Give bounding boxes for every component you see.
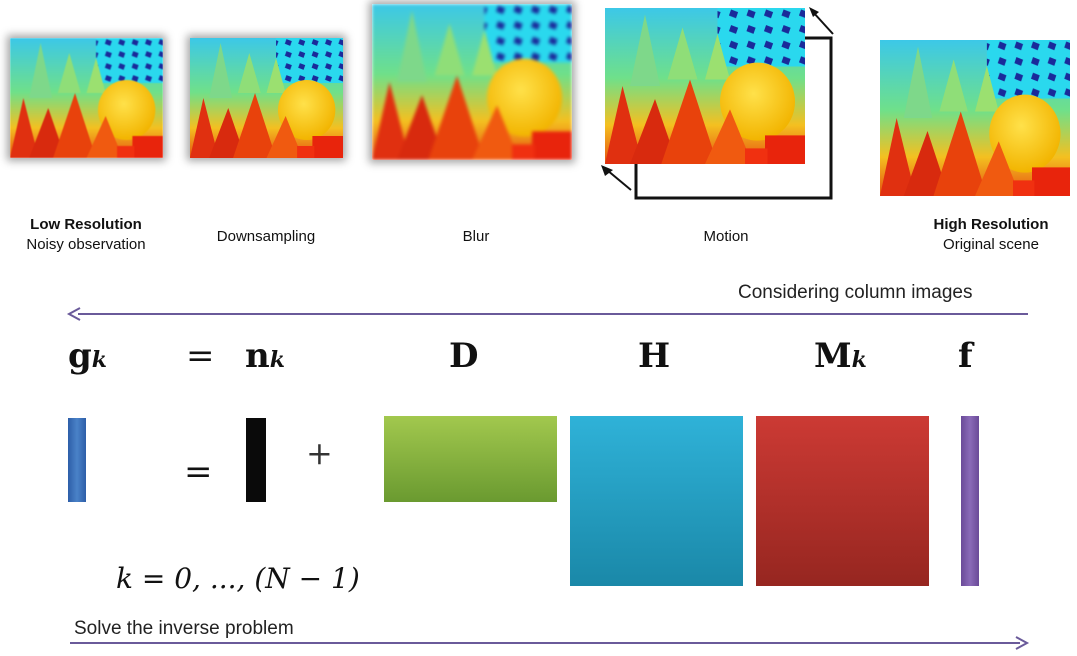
- g-vector-block: [68, 418, 86, 502]
- blur-image: [372, 4, 572, 160]
- k-range: k = 0, ..., (N − 1): [116, 562, 360, 595]
- symbol-g-letter: g: [68, 336, 92, 376]
- low-res-image: [10, 38, 163, 158]
- bottom-arrow-label: Solve the inverse problem: [74, 618, 294, 639]
- symbol-H: H: [638, 336, 671, 376]
- symbol-M: Mk: [814, 336, 867, 376]
- symbol-n-letter: n: [245, 336, 270, 376]
- symbol-f: f: [958, 336, 973, 376]
- plus-sign: +: [306, 434, 333, 472]
- symbol-g: gk: [68, 336, 107, 376]
- motion-arrow-down: [606, 169, 632, 191]
- caption-low-res: Low Resolution Noisy observation: [0, 215, 172, 255]
- symbol-n: nk: [245, 336, 285, 376]
- top-arrow-line: [78, 313, 1028, 315]
- caption-low-res-title: Low Resolution: [30, 216, 142, 233]
- motion-path-diagram: [601, 7, 834, 200]
- H-matrix-block: [570, 416, 743, 586]
- caption-high-res-subtitle: Original scene: [943, 236, 1039, 253]
- n-vector-block: [246, 418, 266, 502]
- caption-blur: Blur: [462, 228, 490, 245]
- f-vector-block: [961, 416, 979, 586]
- top-arrow-label: Considering column images: [738, 282, 973, 303]
- symbol-M-letter: M: [814, 336, 852, 376]
- D-matrix-block: [384, 416, 557, 502]
- top-arrow-head: [66, 307, 81, 321]
- bottom-arrow-head: [1015, 636, 1030, 650]
- symbol-g-subscript: k: [91, 347, 108, 373]
- equals-sign-blocks: =: [184, 452, 213, 492]
- caption-downsampling: Downsampling: [216, 228, 316, 245]
- downsampling-image: [190, 38, 343, 158]
- caption-low-res-subtitle: Noisy observation: [26, 236, 146, 253]
- motion-arrow-up: [812, 11, 834, 35]
- symbol-M-subscript: k: [851, 347, 867, 373]
- equals-sign-top: =: [186, 336, 215, 376]
- caption-high-res: High Resolution Original scene: [905, 215, 1077, 255]
- M-matrix-block: [756, 416, 929, 586]
- symbol-n-subscript: k: [269, 347, 285, 373]
- symbol-D: D: [449, 336, 479, 376]
- bottom-arrow-line: [70, 642, 1020, 644]
- caption-motion: Motion: [703, 228, 749, 245]
- high-res-image: [880, 40, 1070, 196]
- caption-high-res-title: High Resolution: [933, 216, 1049, 233]
